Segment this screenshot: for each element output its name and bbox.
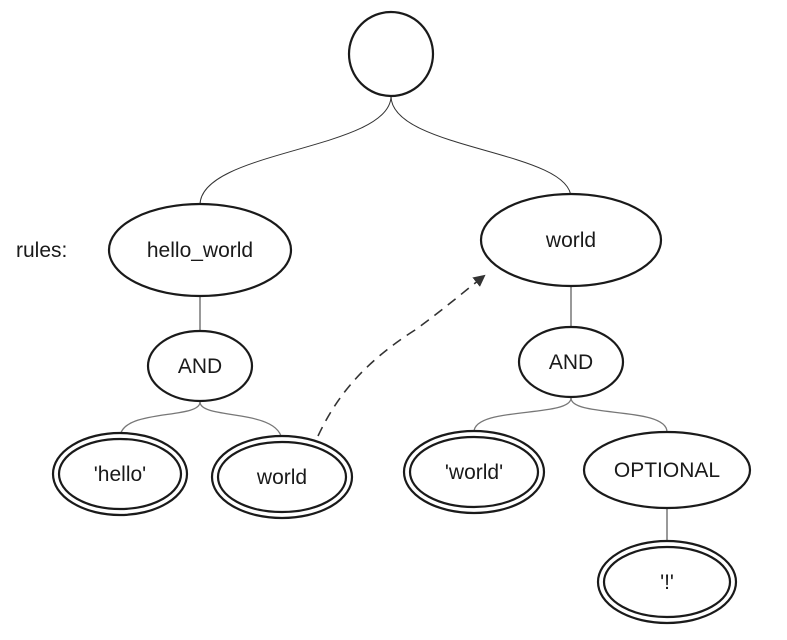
bang-literal-label: '!'	[660, 571, 674, 594]
edge-and-right-optional	[570, 397, 668, 433]
world-literal-node[interactable]: 'world'	[402, 429, 546, 515]
hello-literal-node[interactable]: 'hello'	[51, 431, 189, 517]
world-ref-node[interactable]: world	[210, 434, 354, 520]
root-node[interactable]	[347, 10, 435, 98]
bang-literal-node[interactable]: '!'	[596, 539, 738, 625]
world-ref-label: world	[256, 466, 307, 489]
hello-world-label: hello_world	[147, 239, 253, 262]
edge-and-left-world	[199, 401, 283, 443]
and-left-node[interactable]: AND	[146, 329, 254, 403]
rules-label: rules:	[16, 239, 67, 262]
and-right-label: AND	[549, 351, 593, 374]
edge-and-right-world-literal	[473, 397, 572, 433]
optional-node[interactable]: OPTIONAL	[582, 430, 752, 510]
and-right-node[interactable]: AND	[517, 325, 625, 399]
edge-and-left-hello	[119, 401, 201, 439]
edge-root-world-rule	[390, 95, 572, 199]
reference-arrow	[317, 274, 486, 437]
hello-literal-label: 'hello'	[94, 463, 146, 486]
world-rule-label: world	[545, 229, 596, 252]
edge-root-hello-world	[199, 95, 392, 206]
optional-label: OPTIONAL	[614, 459, 720, 482]
world-literal-label: 'world'	[445, 461, 503, 484]
world-rule-node[interactable]: world	[479, 192, 663, 288]
hello-world-node[interactable]: hello_world	[107, 202, 293, 298]
and-left-label: AND	[178, 355, 222, 378]
